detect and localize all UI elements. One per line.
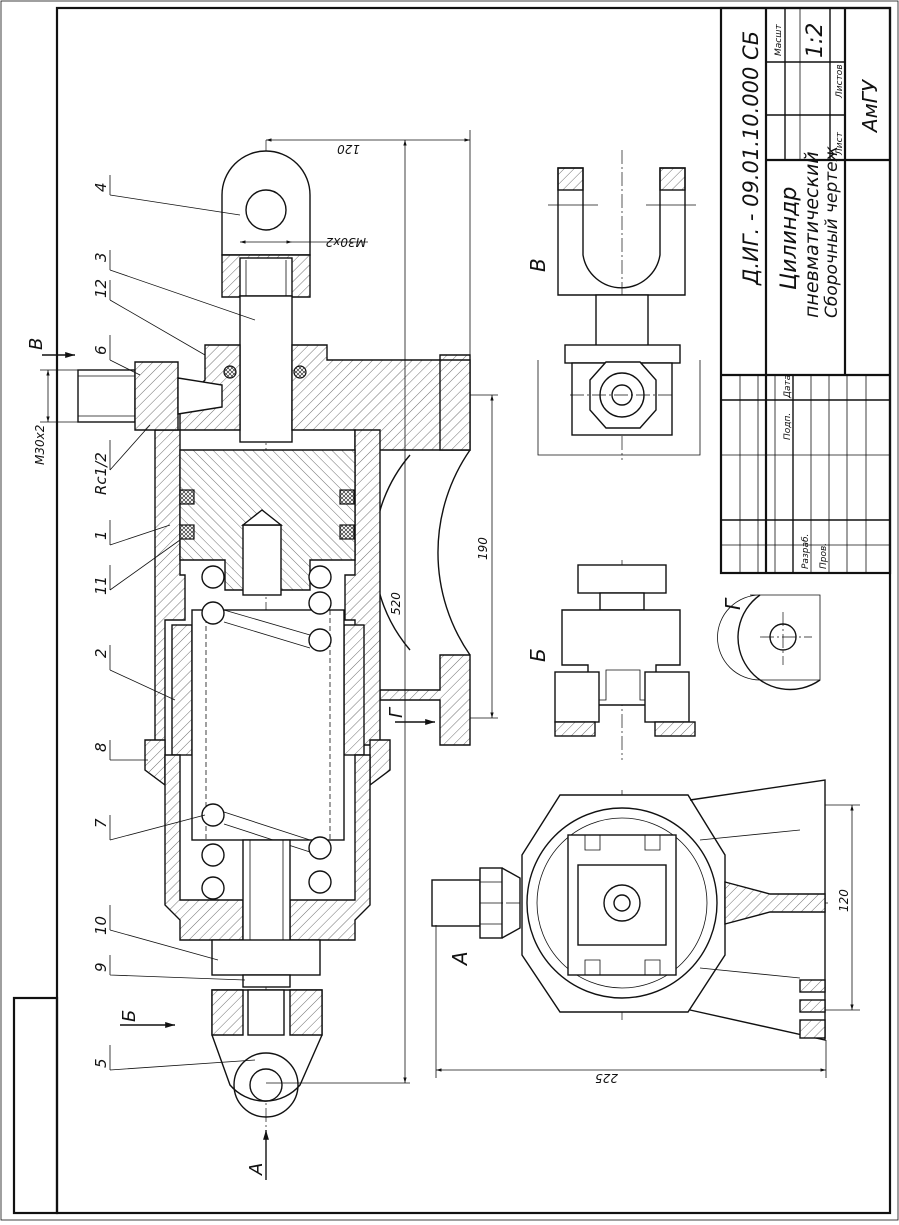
part-name-line1: Цилиндр xyxy=(777,187,802,290)
sign-label: Подп. xyxy=(783,413,793,440)
part-name-line3: Сборочный чертеж xyxy=(822,145,842,318)
position-1: 1 xyxy=(92,530,110,540)
view-g-label: Г xyxy=(721,597,745,610)
view-a-label: А xyxy=(448,951,472,967)
cylinder-body-part-1 xyxy=(144,429,391,787)
date-label: Дата xyxy=(783,375,793,399)
view-g-arrow-label: Г xyxy=(386,706,407,718)
dim-190: 190 xyxy=(476,537,490,560)
leader-lines xyxy=(109,175,256,1071)
position-3: 3 xyxy=(92,252,110,262)
developer-label: Разраб. xyxy=(801,534,811,569)
position-8: 8 xyxy=(92,742,110,752)
view-arrows xyxy=(42,352,435,1180)
piston-seal-part-11 xyxy=(179,489,195,505)
dim-120-side: 120 xyxy=(837,889,851,912)
view-bb-label: Б xyxy=(526,648,550,662)
dim-120-top: 120 xyxy=(337,142,360,156)
dim-225: 225 xyxy=(595,1071,618,1085)
view-a xyxy=(431,779,860,1078)
organization-name: АмГУ xyxy=(858,78,882,134)
dim-m30x2-port: M30x2 xyxy=(33,425,47,465)
view-g xyxy=(717,594,821,691)
rear-eye-part-5 xyxy=(211,989,323,1118)
position-2: 2 xyxy=(92,648,110,658)
dim-rc-port: Rc1/2 xyxy=(92,452,110,495)
dim-m30x2-rod: M30x2 xyxy=(326,235,366,249)
guide-tube-part-2 xyxy=(171,609,365,841)
position-4: 4 xyxy=(92,182,110,192)
dim-520: 520 xyxy=(389,592,403,615)
view-v xyxy=(537,150,701,460)
part-name-line2: пневматический xyxy=(801,151,823,318)
sheet-label: Лист xyxy=(835,131,845,156)
drawing-designation: Д.ИГ. - 09.01.10.000 СБ xyxy=(739,31,763,286)
view-v-label: В xyxy=(526,258,550,272)
scale-label: Масшт xyxy=(774,24,784,56)
sheets-label: Листов xyxy=(835,64,845,99)
air-fitting-part-6 xyxy=(77,361,223,431)
adjusting-screw-part-10 xyxy=(211,839,321,988)
piston xyxy=(179,449,356,596)
checker-label: Пров. xyxy=(819,543,829,569)
position-6: 6 xyxy=(92,345,110,355)
view-bb-arrow-label: Б xyxy=(119,1010,140,1022)
position-11: 11 xyxy=(92,576,110,595)
main-section-view: 120 M30x2 M30x2 Rc1/2 520 190 В Б Г А xyxy=(26,130,498,1180)
piston-rod-part-3 xyxy=(239,295,293,443)
view-b-arrow-label: В xyxy=(26,338,47,350)
position-12: 12 xyxy=(92,279,110,298)
position-10: 10 xyxy=(92,916,110,935)
view-a-arrow-label: А xyxy=(246,1163,267,1176)
dimension-lines xyxy=(40,130,498,1084)
title-block: Д.ИГ. - 09.01.10.000 СБ Цилиндр пневмати… xyxy=(719,6,892,575)
rod-eye-part-4 xyxy=(221,150,311,298)
scale-value: 1:2 xyxy=(803,23,828,58)
view-bb xyxy=(554,560,696,760)
position-9: 9 xyxy=(92,962,110,972)
nut-part-9 xyxy=(242,974,291,988)
spring-part-7 xyxy=(201,565,332,900)
rear-cover xyxy=(164,754,371,941)
position-5: 5 xyxy=(92,1058,110,1068)
position-7: 7 xyxy=(92,818,110,828)
